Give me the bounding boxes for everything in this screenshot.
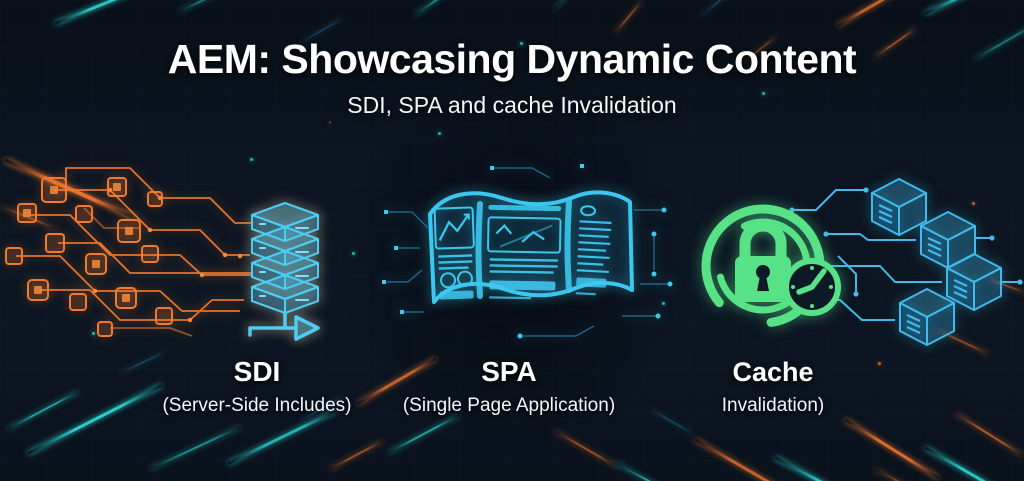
page-subtitle: SDI, SPA and cache Invalidation [347,92,677,118]
light-streak [924,0,1017,15]
light-streak [414,0,473,16]
header: AEM: Showcasing Dynamic Content SDI, SPA… [0,36,1024,119]
sdi-title: SDI [233,356,281,387]
light-streak [614,462,704,481]
light-streak [874,468,955,481]
light-streak [329,121,331,124]
light-streak [179,0,235,12]
circuit-to-server-icon [5,167,320,341]
cube-icon [899,288,955,346]
light-streak [694,438,800,481]
clock-icon [783,258,841,316]
light-streak [614,0,643,34]
page-title: AEM: Showcasing Dynamic Content [167,36,857,82]
light-streak [924,446,1024,481]
light-streak [329,439,384,470]
light-streak [227,409,337,465]
panel-dividers [475,197,572,299]
circuit-decor [384,167,670,337]
light-streak [954,412,1024,457]
server-stack-icon [251,202,319,314]
circuit-chips [5,177,173,337]
light-streak [837,0,909,27]
cube-icon [871,178,927,236]
light-streak [554,430,617,467]
light-streak [554,0,616,10]
light-streak [54,0,158,25]
cache-subtitle: Invalidation) [721,395,825,416]
spa-subtitle: (Single Page Application) [402,395,616,416]
caption-cache: Cache Invalidation) [613,357,933,417]
cube-icon [946,253,1002,311]
page-panel-left [433,206,475,300]
caption-spa: SPA (Single Page Application) [349,356,669,417]
light-streak [774,456,900,481]
glow-dot [352,252,355,255]
padlock-icon [735,220,791,302]
light-streak [149,425,242,470]
wireframe-pages-icon [382,164,673,339]
light-streak [387,414,460,454]
cache-cubes [871,178,1002,346]
glow-dot [438,132,441,135]
page-panel-right [575,205,612,296]
light-streak [7,390,80,430]
cache-title: Cache [732,357,814,387]
light-streak [844,418,940,480]
circuit-decor-dots [382,164,673,339]
page-panel-center [487,204,562,300]
spa-title: SPA [481,356,537,387]
light-streak [699,0,747,18]
circuit-nodes [92,187,243,323]
lock-clock-cubes-icon [701,178,1023,346]
flow-arrow-icon [248,312,320,341]
keyhole [756,265,770,279]
server-leds [259,223,309,301]
